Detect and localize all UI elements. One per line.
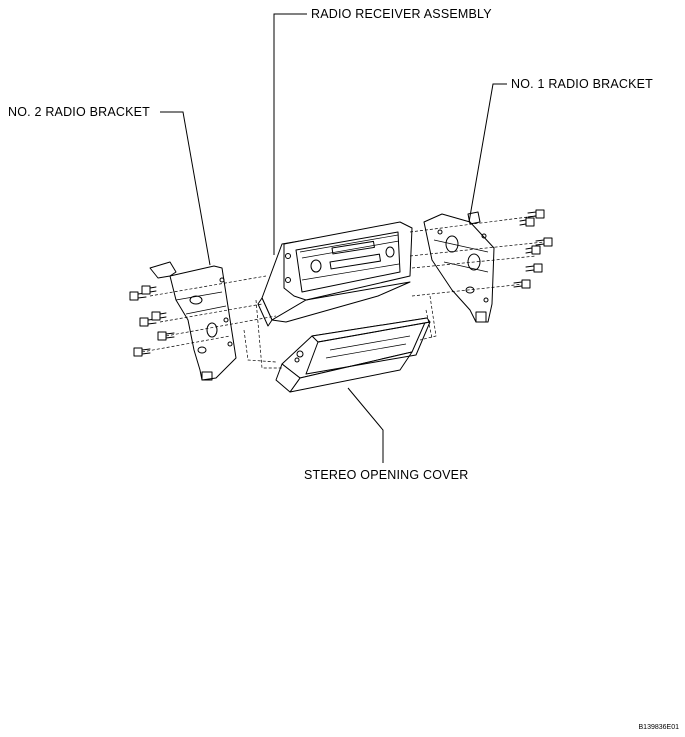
- leader-radio-receiver: [273, 13, 307, 255]
- alignment-lines: [141, 215, 545, 369]
- label-stereo-opening-cover: STEREO OPENING COVER: [304, 468, 469, 482]
- label-no2-radio-bracket: NO. 2 RADIO BRACKET: [8, 105, 151, 119]
- no2-radio-bracket-part: [149, 261, 237, 381]
- label-radio-receiver-assembly: RADIO RECEIVER ASSEMBLY: [311, 7, 492, 21]
- leader-stereo-cover: [347, 387, 384, 463]
- no1-radio-bracket-part: [423, 211, 495, 323]
- leader-no1-bracket: [467, 83, 507, 229]
- leader-lines: [160, 13, 507, 463]
- stereo-opening-cover-part: [275, 317, 431, 393]
- bolts-right: [513, 209, 553, 289]
- radio-receiver-part: [257, 221, 413, 327]
- leader-no2-bracket: [160, 111, 211, 266]
- label-no1-radio-bracket: NO. 1 RADIO BRACKET: [511, 77, 654, 91]
- bolts-left: [129, 285, 175, 357]
- figure-code: B139836E01: [638, 724, 679, 731]
